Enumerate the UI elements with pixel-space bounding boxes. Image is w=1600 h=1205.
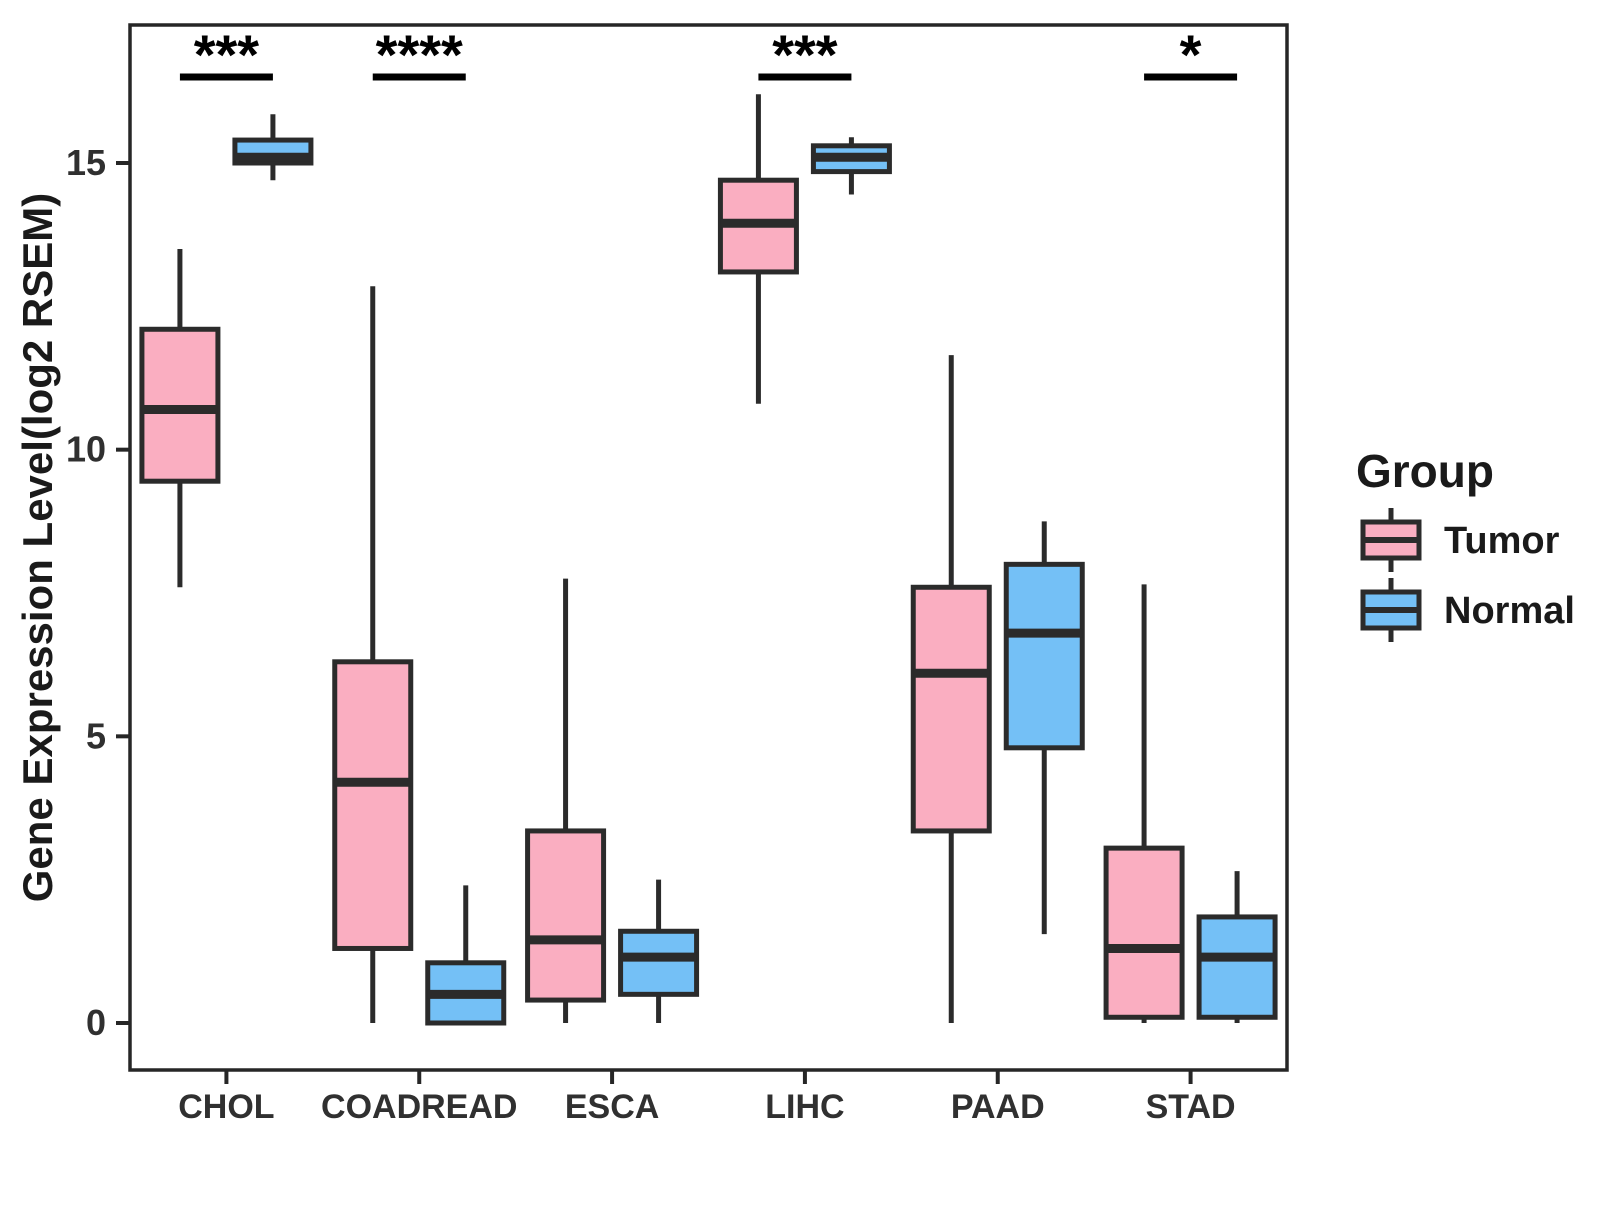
legend-label-normal: Normal xyxy=(1444,590,1575,632)
x-tick-label-stad: STAD xyxy=(1146,1088,1236,1126)
legend-label-tumor: Tumor xyxy=(1444,520,1560,562)
x-tick-label-paad: PAAD xyxy=(951,1088,1045,1126)
panel-border xyxy=(128,23,1289,1072)
y-tick-label: 10 xyxy=(66,429,106,470)
significance-stars-chol: *** xyxy=(194,23,260,86)
box-esca-normal xyxy=(618,928,700,997)
significance-stars-lihc: *** xyxy=(772,23,838,86)
box-paad-tumor xyxy=(910,584,992,834)
x-tick-label-chol: CHOL xyxy=(178,1088,274,1126)
y-tick-label: 0 xyxy=(86,1002,106,1043)
y-tick-label: 15 xyxy=(66,142,106,183)
box-stad-tumor xyxy=(1103,845,1185,1020)
x-tick-label-esca: ESCA xyxy=(565,1088,659,1126)
significance-stars-coadread: **** xyxy=(376,23,463,86)
y-tick-label: 5 xyxy=(86,715,106,756)
x-tick-label-lihc: LIHC xyxy=(765,1088,844,1126)
box-stad-normal xyxy=(1196,914,1278,1020)
x-tick-label-coadread: COADREAD xyxy=(321,1088,517,1126)
box-coadread-tumor xyxy=(332,659,414,951)
y-axis-title: Gene Expression Level(log2 RSEM) xyxy=(14,193,61,903)
box-paad-normal xyxy=(1003,561,1085,751)
legend-title: Group xyxy=(1356,445,1494,497)
box-esca-tumor xyxy=(525,828,607,1003)
significance-stars-stad: * xyxy=(1180,23,1202,86)
